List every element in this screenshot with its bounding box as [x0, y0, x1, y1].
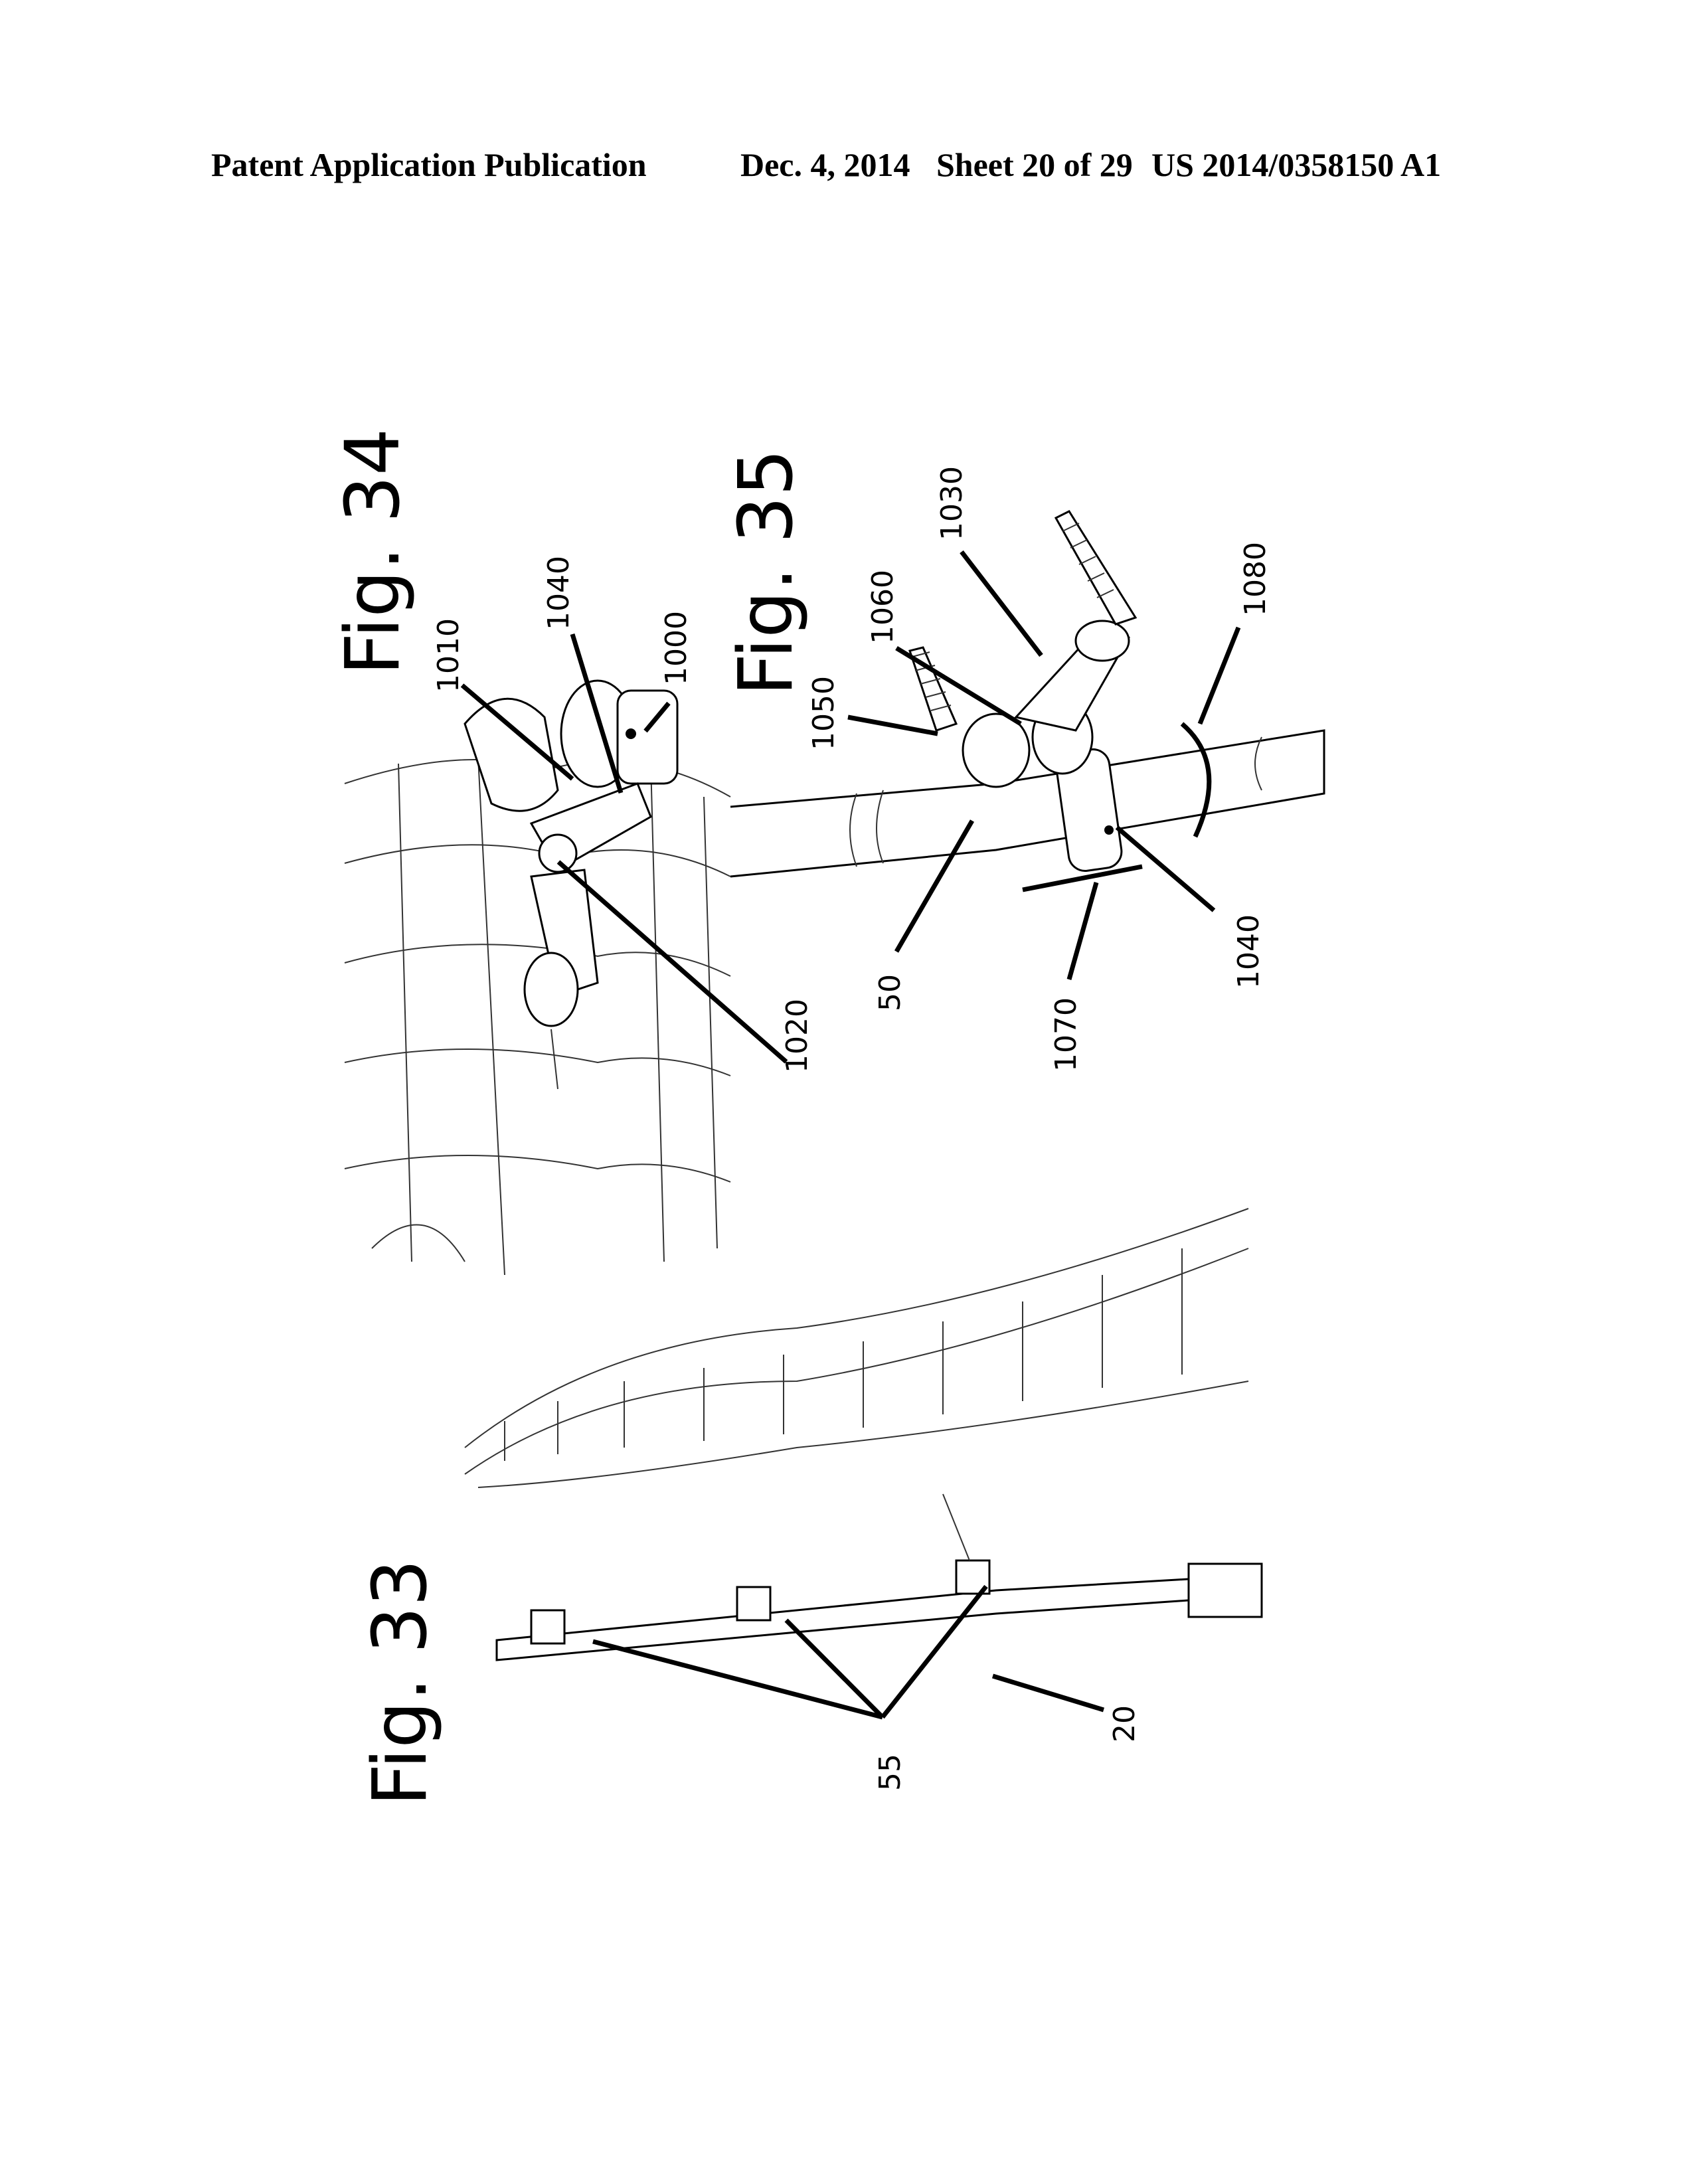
ref-55: 55: [873, 1754, 907, 1791]
header-publication: Patent Application Publication: [211, 146, 647, 183]
header-number: US 2014/0358150 A1: [1151, 146, 1441, 183]
fig35-title: Fig. 35: [723, 449, 809, 696]
fig33-drawing: [464, 1208, 1263, 1661]
ref-20: 20: [1108, 1705, 1141, 1742]
ref-1020: 1020: [780, 999, 814, 1073]
ref-1010: 1010: [432, 618, 465, 693]
fig33-title: Fig. 33: [357, 1559, 444, 1806]
ref-1070: 1070: [1049, 997, 1083, 1072]
ref-1060: 1060: [866, 570, 900, 644]
fig34-title: Fig. 34: [330, 428, 416, 675]
ref-50: 50: [873, 974, 907, 1011]
header-date: Dec. 4, 2014: [740, 146, 910, 183]
header-sheet: Sheet 20 of 29: [936, 146, 1133, 183]
leader-lines: [460, 550, 1241, 1720]
ref-1040-fig35: 1040: [1232, 914, 1266, 989]
ref-1000: 1000: [659, 611, 693, 685]
ref-1080: 1080: [1238, 542, 1272, 616]
fig35-drawing: [730, 510, 1325, 892]
ref-1030: 1030: [935, 466, 969, 541]
fig34-drawing: [344, 679, 731, 1276]
ref-1040-fig34: 1040: [542, 556, 576, 630]
ref-1050: 1050: [807, 676, 841, 750]
